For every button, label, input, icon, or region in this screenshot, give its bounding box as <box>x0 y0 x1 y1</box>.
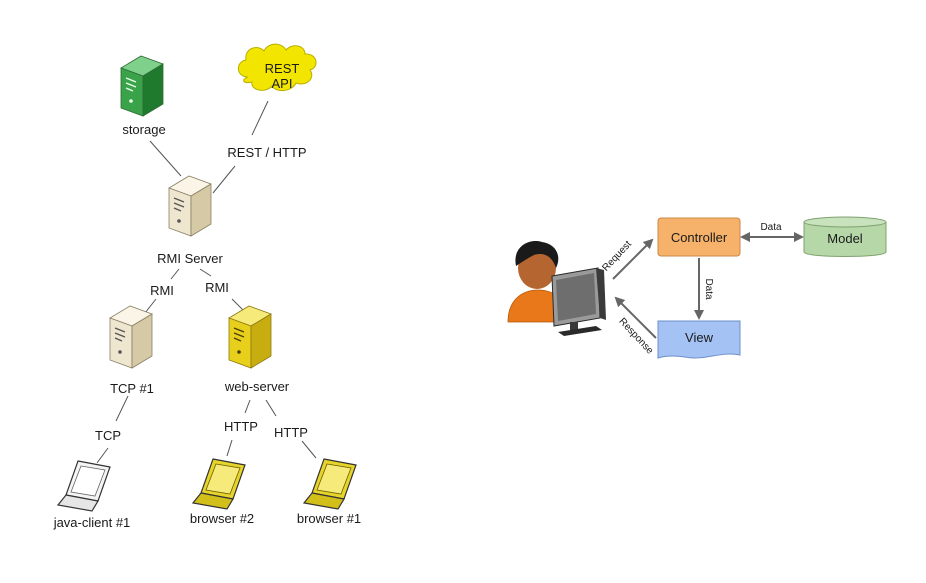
web-server-icon <box>228 305 272 369</box>
rmi-left-line-upper <box>170 268 180 280</box>
rest-api-cloud-icon <box>237 43 317 91</box>
http-left-to-browser2-line <box>226 439 233 457</box>
data-vertical-label: Data <box>703 278 714 300</box>
web-to-http-left-line <box>244 399 251 414</box>
response-arrow <box>614 296 657 339</box>
storage-label: storage <box>122 122 165 137</box>
rmi-server-label: RMI Server <box>157 251 223 266</box>
java-client-label: java-client #1 <box>53 515 131 530</box>
rest-api-label-line2: API <box>272 76 293 91</box>
web-server-label: web-server <box>224 379 290 394</box>
response-label: Response <box>616 316 655 357</box>
controller-label: Controller <box>671 230 728 245</box>
tcp1-server-icon <box>109 305 153 369</box>
model-cylinder <box>803 216 887 257</box>
http-right-label: HTTP <box>274 425 308 440</box>
rest-http-label: REST / HTTP <box>227 145 306 160</box>
data-top-label: Data <box>760 222 782 233</box>
browser2-label: browser #2 <box>190 511 254 526</box>
tcp1-label: TCP #1 <box>110 381 154 396</box>
http-right-to-browser1-line <box>301 440 317 459</box>
tcp1-to-tcp-line <box>115 395 129 422</box>
http-left-label: HTTP <box>224 419 258 434</box>
browser1-laptop-icon <box>302 458 357 510</box>
rmi-left-label: RMI <box>150 283 174 298</box>
model-label: Model <box>827 231 863 246</box>
rmi-right-line-lower <box>231 298 245 312</box>
user-at-computer-icon <box>507 241 606 336</box>
rmi-right-label: RMI <box>205 280 229 295</box>
storage-server-icon <box>120 55 164 117</box>
mvc-diagram: Request Response Controller Data Model D… <box>507 216 887 359</box>
cloud-to-resthttp-line <box>251 100 269 136</box>
rmi-right-line-upper <box>199 268 212 277</box>
rmi-server-icon <box>168 175 212 237</box>
view-box <box>657 320 741 359</box>
web-to-http-right-line <box>265 399 277 417</box>
rmi-left-line-lower <box>144 298 157 314</box>
request-label: Request <box>600 239 634 274</box>
storage-to-rmi-line <box>149 140 182 177</box>
browser2-laptop-icon <box>191 458 246 510</box>
request-arrow <box>612 238 654 280</box>
network-diagram: storage REST API REST / HTTP RMI Server … <box>53 43 361 530</box>
resthttp-to-rmi-line <box>212 165 236 194</box>
view-label: View <box>685 330 714 345</box>
rest-api-label-line1: REST <box>265 61 300 76</box>
network-connectors <box>96 100 317 464</box>
tcp-to-client-line <box>96 447 109 464</box>
java-client-laptop-icon <box>56 460 111 512</box>
tcp-label: TCP <box>95 428 121 443</box>
browser1-label: browser #1 <box>297 511 361 526</box>
